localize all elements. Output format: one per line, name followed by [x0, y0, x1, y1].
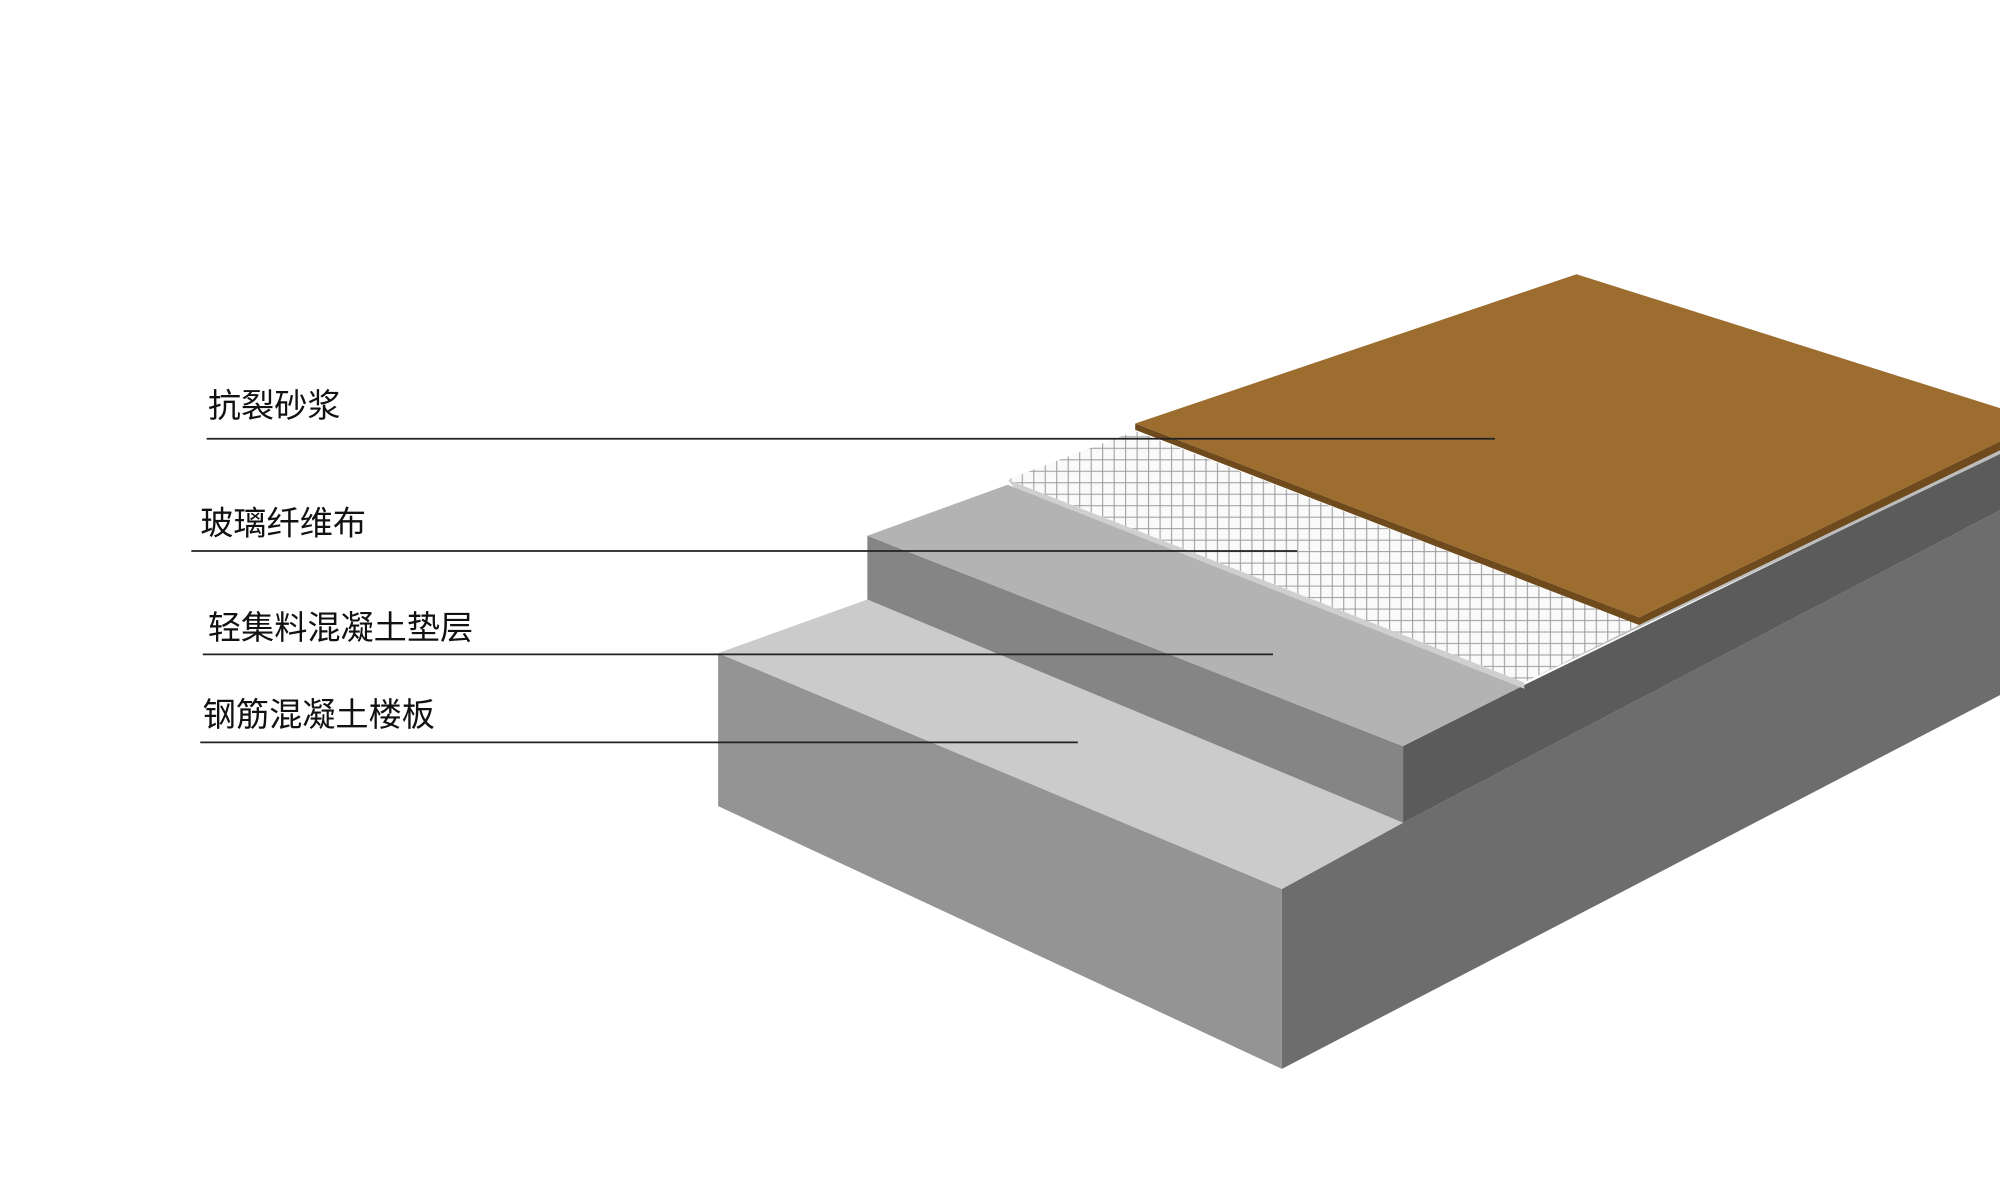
label-rc-floor-slab: 钢筋混凝土楼板	[200, 695, 1078, 744]
rc-slab-front-face	[718, 653, 1282, 1069]
label-text: 玻璃纤维布	[200, 503, 366, 542]
lw-layer-front-face	[867, 535, 1404, 823]
label-fiberglass-mesh: 玻璃纤维布	[191, 503, 1298, 552]
mesh-surface	[1007, 431, 1640, 683]
label-text: 轻集料混凝土垫层	[208, 608, 473, 647]
rc-slab-right-face	[1281, 510, 2000, 1069]
lw-layer-right-face	[1403, 452, 2000, 823]
label-text: 抗裂砂浆	[208, 386, 341, 425]
rc-slab-top-face	[718, 599, 1404, 890]
lightweight-concrete-layer	[867, 452, 2000, 823]
fiberglass-mesh-layer	[1007, 431, 2000, 689]
mesh-edge	[1007, 479, 1525, 689]
label-text: 钢筋混凝土楼板	[203, 695, 435, 734]
mortar-top-face	[1135, 274, 2000, 618]
anti-crack-mortar-layer	[1135, 274, 2000, 626]
lw-layer-top-face	[867, 484, 1525, 747]
rc-floor-slab	[718, 510, 2000, 1069]
label-lightweight-concrete: 轻集料混凝土垫层	[202, 608, 1273, 656]
label-anti-crack-mortar: 抗裂砂浆	[206, 386, 1495, 440]
